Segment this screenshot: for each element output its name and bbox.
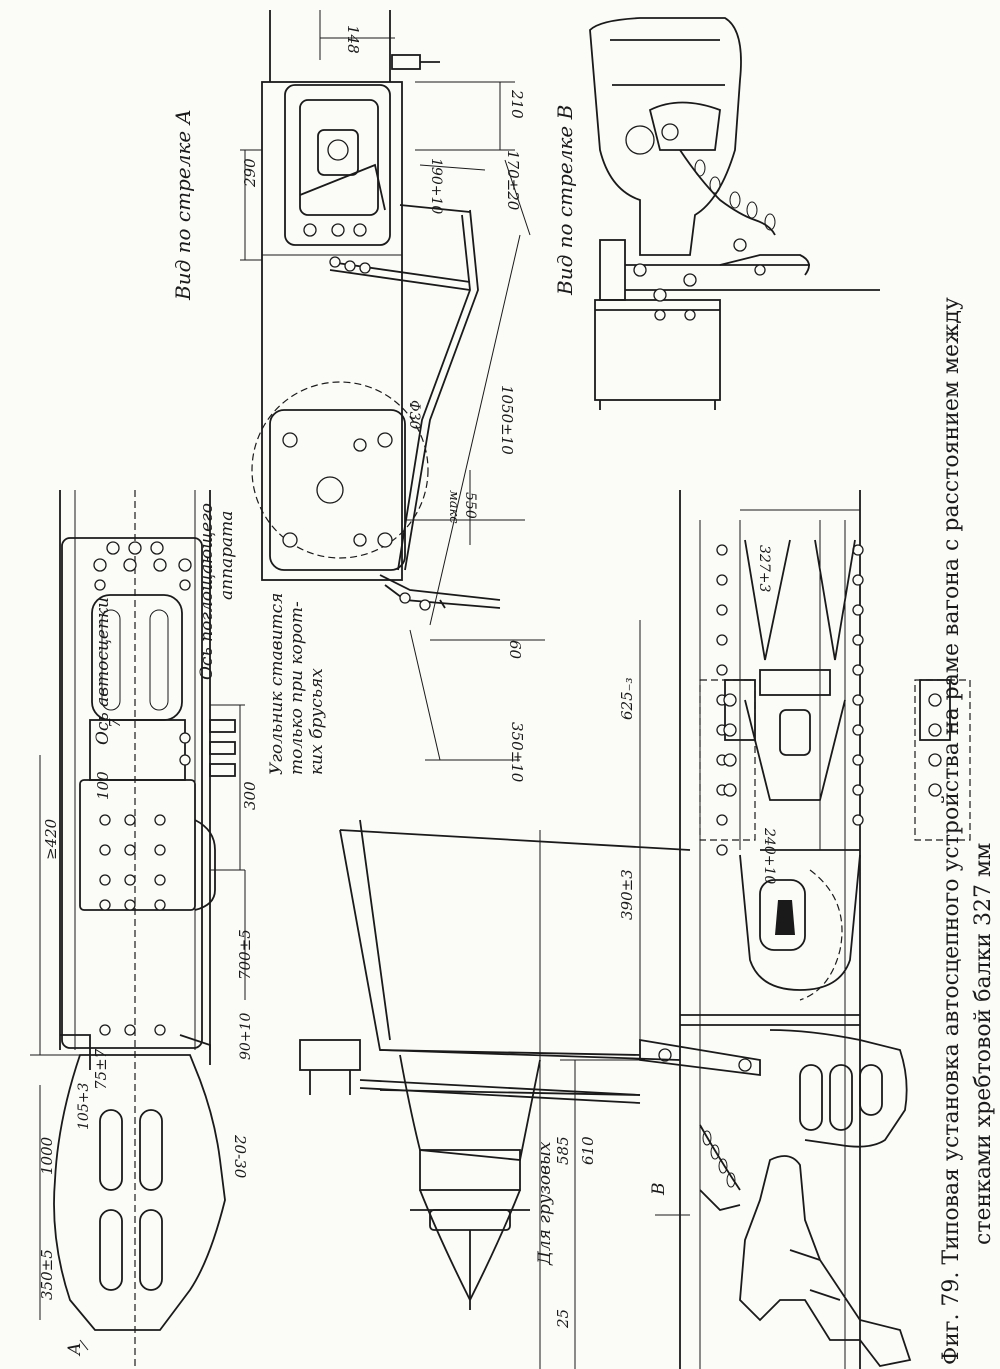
dim-585: 585	[554, 1136, 572, 1165]
coupler-axis-label: Ось автосцепки	[93, 597, 113, 745]
note-line-2: только при корот-	[287, 601, 307, 775]
dim-350-a: 350±5	[38, 1249, 56, 1300]
draft-gear-axis-label-2: аппарата	[217, 511, 237, 600]
dim-90: 90+10	[238, 1013, 254, 1060]
dim-105: 105+3	[76, 1083, 92, 1130]
view-b-drawing	[589, 17, 880, 410]
dim-30: Ф30	[406, 400, 422, 430]
dim-610: 610	[579, 1136, 597, 1165]
dim-625: 625₋₃	[618, 677, 636, 720]
caption-line-1: Фиг. 79. Типовая установка автосцепного …	[939, 297, 964, 1365]
plan-view-drawing	[30, 490, 246, 1369]
dim-170: 170±20	[504, 150, 522, 211]
dim-350-b: 350±10	[508, 722, 526, 783]
dim-60: 60	[506, 640, 524, 660]
dim-210: 210	[508, 89, 526, 119]
caption-line-2: стенками хребтовой балки 327 мм	[971, 843, 996, 1245]
dim-25: 25	[554, 1309, 572, 1329]
dim-390: 390±3	[618, 869, 636, 920]
note-line-1: Угольник ставится	[267, 593, 287, 775]
rivet-row-right	[852, 544, 864, 826]
dim-1050: 1050±10	[498, 385, 516, 455]
caption: Фиг. 79. Типовая установка автосцепного …	[939, 297, 996, 1365]
dim-420: ≥420	[42, 818, 60, 860]
dim-100: 100	[94, 771, 112, 800]
draft-gear-axis-label-1: Ось поглощающего	[197, 503, 217, 680]
arrow-a-letter: A	[65, 1343, 85, 1357]
note-line-3: ких брусьях	[307, 668, 327, 775]
dim-1000: 1000	[38, 1136, 56, 1175]
side-view-drawing	[639, 490, 971, 1369]
view-a-label: Вид по стрелке А	[171, 109, 195, 301]
dim-148: 148	[344, 25, 362, 54]
freight-label: Для грузовых	[535, 1141, 555, 1266]
dim-300: 300	[241, 781, 259, 810]
dim-700: 700±5	[236, 929, 254, 980]
dim-20-30: 20-30	[231, 1134, 249, 1179]
view-a-drawing	[240, 10, 545, 761]
arrow-b-letter: B	[649, 1183, 669, 1197]
dim-7: 7	[106, 718, 124, 728]
bolster-drawing	[299, 620, 691, 1369]
dim-327: 327+3	[756, 545, 772, 592]
dim-550: 550	[462, 492, 478, 519]
dim-290: 290	[241, 158, 259, 188]
dim-75: 75±7	[92, 1048, 110, 1090]
view-a-beam	[261, 81, 403, 581]
dim-190: 190+10	[428, 158, 444, 214]
dim-240: 240+10	[761, 827, 777, 884]
view-b-label: Вид по стрелке В	[553, 105, 577, 296]
dim-550-max: макс	[446, 490, 461, 524]
